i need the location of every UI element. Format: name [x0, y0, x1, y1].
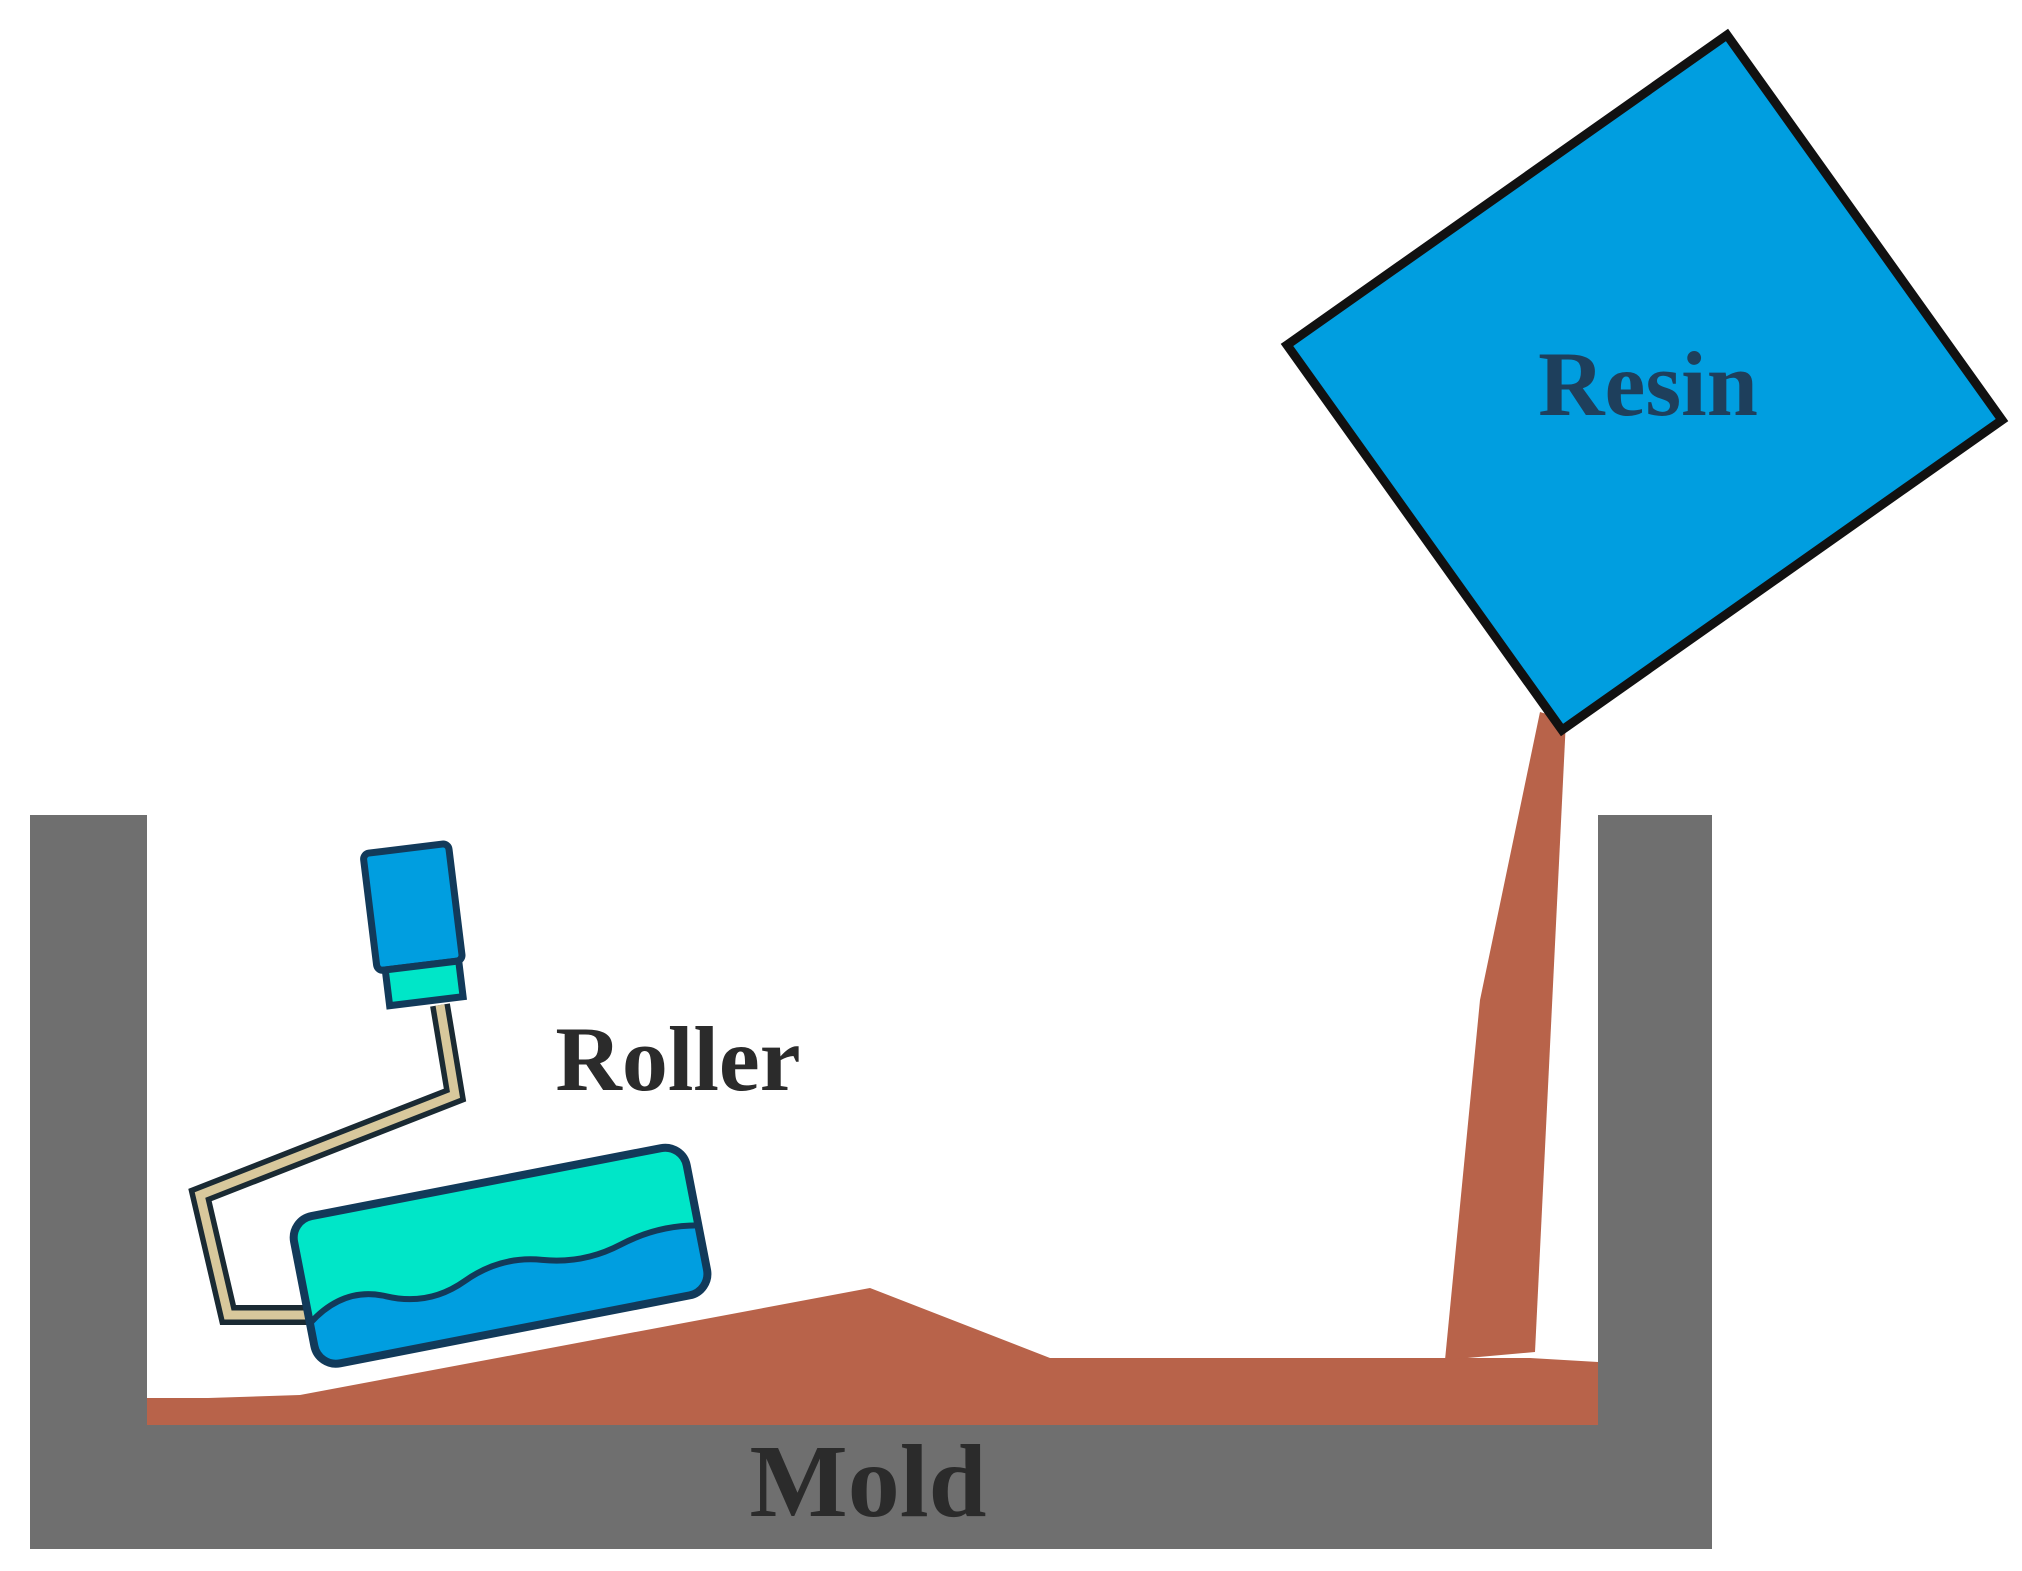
roller-handle-collar — [381, 957, 467, 1010]
resin-streak — [147, 1398, 267, 1406]
resin-label: Resin — [1538, 333, 1758, 435]
resin-layer — [147, 1288, 1598, 1425]
mold-shape — [30, 815, 1712, 1549]
resin-container: Resin — [1280, 28, 2009, 737]
roller-paint-wave — [309, 1225, 712, 1368]
roller-label: Roller — [555, 1008, 800, 1110]
roller-arm-inner — [194, 1004, 461, 1320]
paint-roller-icon — [289, 1143, 712, 1368]
resin-stream — [1445, 712, 1566, 1360]
roller-wave-line — [307, 1222, 699, 1326]
resin-bucket-icon — [1280, 28, 2009, 737]
resin-pool — [147, 1288, 1598, 1425]
mold — [30, 815, 1712, 1549]
mold-label: Mold — [750, 1424, 987, 1539]
roller: Roller — [188, 840, 801, 1368]
roller-handle — [360, 840, 466, 974]
